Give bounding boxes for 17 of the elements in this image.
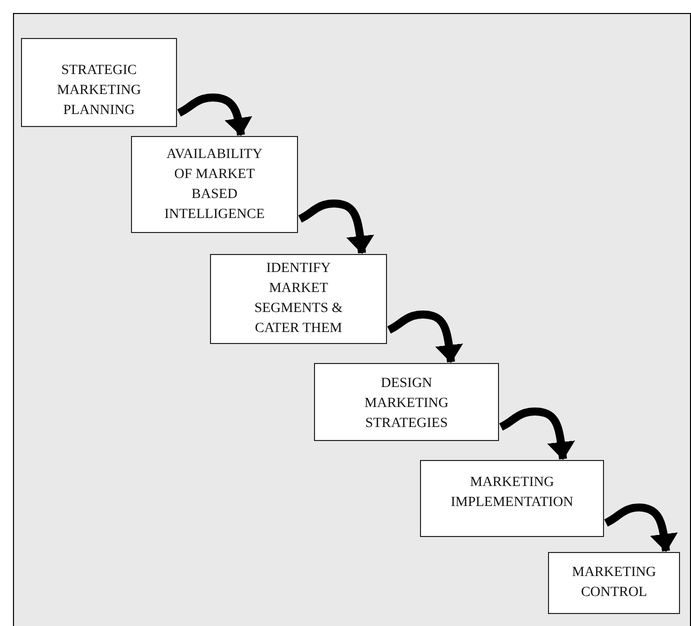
box-label: IDENTIFY MARKET SEGMENTS & CATER THEM — [253, 260, 344, 338]
process-box — [210, 254, 387, 344]
process-box — [314, 363, 499, 441]
process-box — [131, 136, 298, 233]
curved-arrow — [297, 200, 374, 254]
process-box — [21, 38, 177, 127]
process-box — [420, 460, 604, 537]
curved-arrow — [498, 408, 576, 460]
curved-arrow — [176, 94, 252, 136]
box-label: STRATEGIC MARKETING PLANNING — [56, 62, 142, 120]
box-label: AVAILABILITY OF MARKET BASED INTELLIGENCE — [163, 146, 266, 224]
curved-arrow — [386, 310, 464, 363]
box-label: MARKETING CONTROL — [571, 564, 657, 602]
box-label: DESIGN MARKETING STRATEGIES — [364, 375, 450, 433]
box-label: MARKETING IMPLEMENTATION — [450, 474, 574, 512]
curved-arrow — [603, 504, 678, 552]
process-box — [548, 552, 680, 614]
